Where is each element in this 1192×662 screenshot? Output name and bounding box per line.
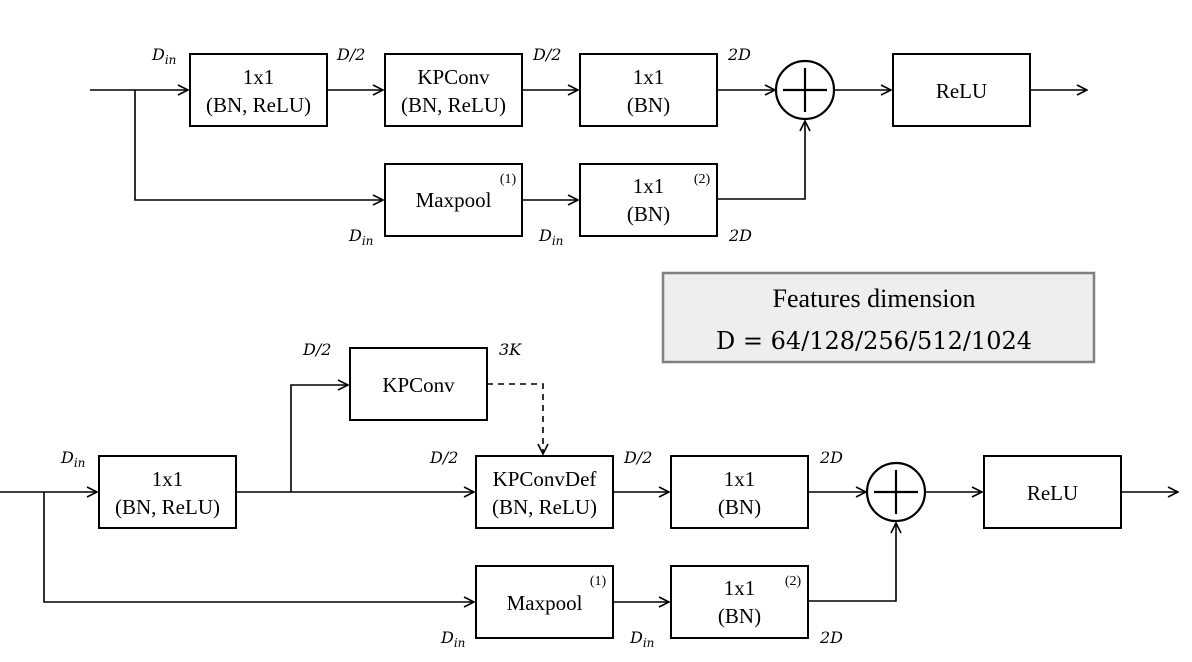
top-sum-node <box>774 59 836 121</box>
top-shortcut-to-sum <box>717 121 805 200</box>
legend-equation: D = 64/128/256/512/1024 <box>716 327 1032 355</box>
bottom-conv2-box: 1x1 (BN) <box>670 455 809 529</box>
top-shortcut-wire <box>134 90 383 200</box>
features-dimension-legend: Features dimension D = 64/128/256/512/10… <box>661 271 1096 364</box>
top-shortcut-conv-line1: 1x1 <box>633 174 665 198</box>
bottom-conv1-line2: (BN, ReLU) <box>115 495 220 519</box>
top-residual-block: 1x1 (BN, ReLU) KPConv (BN, ReLU) 1x1 (BN… <box>90 45 1087 248</box>
bottom-shortcut-conv-note: (2) <box>785 574 802 589</box>
top-kpconv-box: KPConv (BN, ReLU) <box>384 53 523 127</box>
bottom-dim-after-kpconvdef: D/2 <box>623 448 652 467</box>
top-dim-shortcut-in: Din <box>538 226 563 248</box>
bottom-dim-after-conv2: 2D <box>819 448 843 467</box>
bottom-kpconvdef-box: KPConvDef (BN, ReLU) <box>475 455 614 529</box>
bottom-maxpool-box: Maxpool (1) <box>475 565 614 639</box>
bottom-maxpool-label: Maxpool <box>507 591 583 615</box>
bottom-shortcut-to-sum <box>808 523 896 602</box>
bottom-offset-kpconv-box: KPConv <box>349 347 488 421</box>
bottom-deformable-block: KPConv 1x1 (BN, ReLU) KPConvDef (BN, ReL… <box>0 340 1178 650</box>
bottom-dim-offset-out: 3K <box>499 340 522 359</box>
top-dim-shortcut-out: 2D <box>728 226 752 245</box>
bottom-conv2-line2: (BN) <box>718 495 761 519</box>
top-conv1-line2: (BN, ReLU) <box>206 93 311 117</box>
top-shortcut-conv-note: (2) <box>694 172 711 187</box>
bottom-kpconvdef-line2: (BN, ReLU) <box>492 495 597 519</box>
bottom-kpconvdef-line1: KPConvDef <box>493 467 597 491</box>
bottom-dim-shortcut-out: 2D <box>819 628 843 647</box>
bottom-shortcut-conv-box: 1x1 (BN) (2) <box>670 565 809 639</box>
top-maxpool-note: (1) <box>500 172 517 187</box>
top-dim-maxpool-in: Din <box>348 226 373 248</box>
top-kpconv-line1: KPConv <box>417 65 490 89</box>
top-relu-label: ReLU <box>936 79 987 103</box>
bottom-dim-offset-in: D/2 <box>302 340 331 359</box>
bottom-conv1-box: 1x1 (BN, ReLU) <box>98 455 237 529</box>
bottom-dim-input: Din <box>60 448 85 470</box>
bottom-shortcut-conv-line2: (BN) <box>718 604 761 628</box>
bottom-offset-dashed-arrow <box>487 383 543 454</box>
bottom-maxpool-note: (1) <box>590 574 607 589</box>
bottom-conv1-line1: 1x1 <box>152 467 184 491</box>
bottom-dim-shortcut-in: Din <box>629 628 654 650</box>
top-dim-input: Din <box>151 45 176 67</box>
top-relu-box: ReLU <box>892 53 1031 127</box>
bottom-relu-box: ReLU <box>983 455 1122 529</box>
bottom-offset-kpconv-label: KPConv <box>382 373 455 397</box>
bottom-shortcut-conv-line1: 1x1 <box>724 576 756 600</box>
top-conv2-box: 1x1 (BN) <box>579 53 718 127</box>
bottom-arrow-to-offset-kpconv <box>290 385 348 492</box>
top-shortcut-conv-box: 1x1 (BN) (2) <box>579 163 718 237</box>
bottom-relu-label: ReLU <box>1027 481 1078 505</box>
top-dim-after-kpconv: D/2 <box>532 45 561 64</box>
top-maxpool-label: Maxpool <box>416 188 492 212</box>
bottom-conv2-line1: 1x1 <box>724 467 756 491</box>
top-dim-after-conv2: 2D <box>727 45 751 64</box>
bottom-sum-node <box>865 461 927 523</box>
top-shortcut-conv-line2: (BN) <box>627 202 670 226</box>
top-kpconv-line2: (BN, ReLU) <box>401 93 506 117</box>
top-dim-after-conv1: D/2 <box>336 45 365 64</box>
legend-title: Features dimension <box>773 284 976 313</box>
bottom-dim-kpconvdef-in: D/2 <box>429 448 458 467</box>
top-conv2-line1: 1x1 <box>633 65 665 89</box>
top-conv1-box: 1x1 (BN, ReLU) <box>189 53 328 127</box>
top-conv2-line2: (BN) <box>627 93 670 117</box>
bottom-dim-maxpool-in: Din <box>440 628 465 650</box>
top-maxpool-box: Maxpool (1) <box>384 163 523 237</box>
top-conv1-line1: 1x1 <box>243 65 275 89</box>
bottom-shortcut-wire <box>43 492 474 602</box>
